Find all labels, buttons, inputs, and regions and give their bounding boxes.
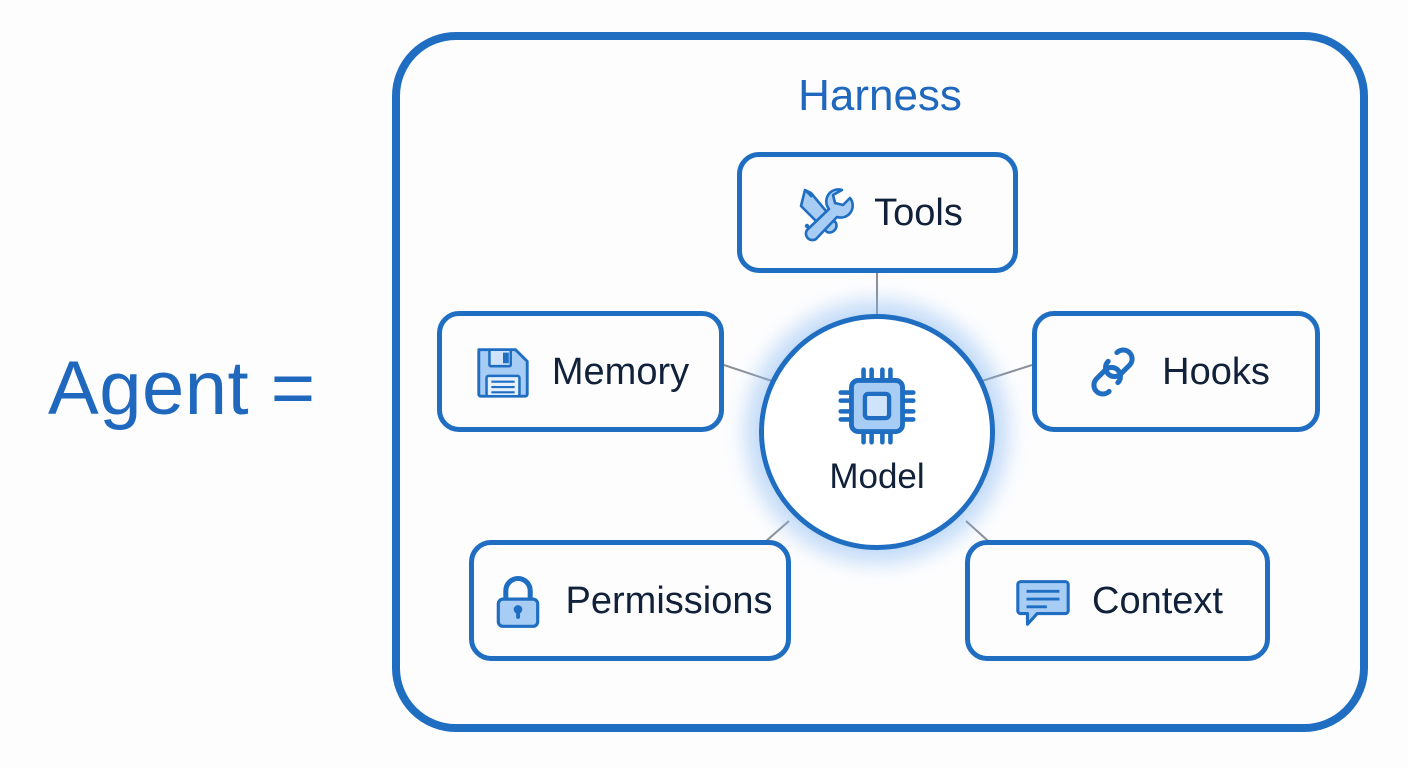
model-label: Model (829, 457, 925, 496)
node-label-permissions: Permissions (565, 579, 773, 622)
cpu-chip-icon (834, 363, 920, 449)
node-box-context[interactable]: Context (965, 540, 1270, 661)
harness-title: Harness (798, 71, 962, 120)
model-node[interactable]: Model (759, 314, 995, 550)
node-label-context: Context (1092, 579, 1223, 622)
node-label-hooks: Hooks (1162, 350, 1270, 393)
node-box-permissions[interactable]: Permissions (469, 540, 791, 661)
floppy-disk-save-icon (472, 341, 534, 403)
node-box-tools[interactable]: Tools (737, 152, 1018, 273)
speech-bubble-icon (1012, 570, 1074, 632)
node-box-hooks[interactable]: Hooks (1032, 311, 1320, 432)
tools-wrench-screwdriver-icon (792, 181, 856, 245)
padlock-icon (488, 571, 548, 631)
chain-link-icon (1082, 341, 1144, 403)
node-label-memory: Memory (551, 350, 690, 393)
agent-equation-label: Agent = (48, 345, 316, 431)
node-box-memory[interactable]: Memory (437, 311, 724, 432)
harness-container (392, 32, 1368, 732)
node-label-tools: Tools (874, 191, 963, 234)
